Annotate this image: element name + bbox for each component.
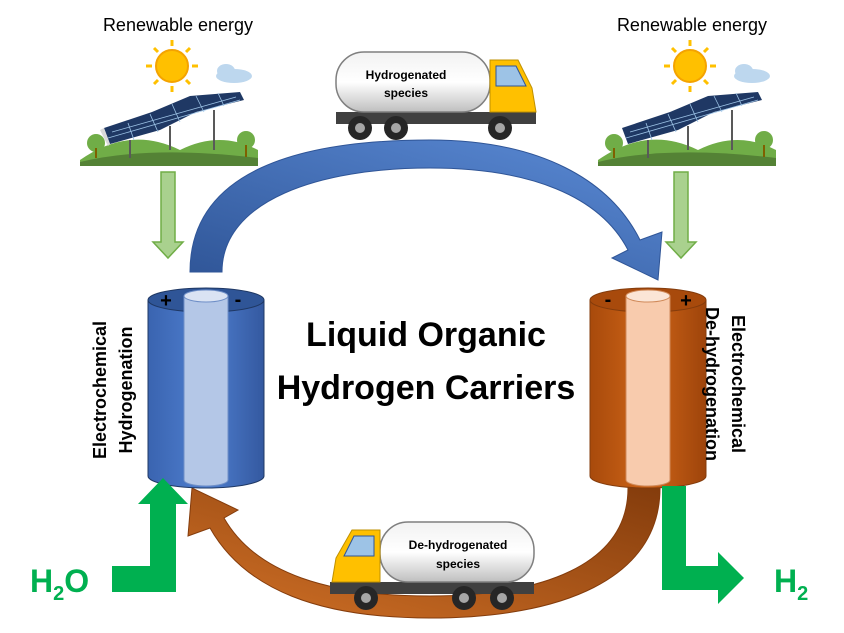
bottom-truck-icon: De-hydrogenated species — [330, 521, 535, 610]
left-cloud-icon — [216, 64, 252, 83]
right-solar-array-icon — [622, 92, 762, 158]
top-truck-label-line2: species — [384, 86, 428, 100]
right-renewable-label: Renewable energy — [617, 15, 767, 35]
left-cell-name-line2: Hydrogenation — [116, 326, 136, 453]
hydrogen-label: H2 — [774, 563, 808, 605]
left-cell-minus: - — [235, 289, 242, 311]
bottom-truck-label-line1: De-hydrogenated — [409, 538, 508, 552]
right-cloud-icon — [734, 64, 770, 83]
left-solar-array-icon — [100, 92, 244, 158]
right-cell-minus: - — [605, 289, 612, 311]
left-renewable-label: Renewable energy — [103, 15, 253, 35]
left-renewable-panel: Renewable energy — [80, 15, 258, 260]
hydrogenated-transport-arrow — [189, 139, 663, 281]
right-cell-name: Electrochemical De-hydrogenation — [702, 307, 748, 461]
right-cell-name-line1: Electrochemical — [728, 315, 748, 453]
right-cell-plus: + — [680, 290, 692, 312]
top-truck-label-line1: Hydrogenated — [366, 68, 447, 82]
right-energy-down-arrow — [664, 171, 698, 260]
right-cell-name-line2: De-hydrogenation — [702, 307, 722, 461]
left-cell-plus: + — [160, 290, 172, 312]
top-truck-icon: Hydrogenated species — [335, 51, 537, 140]
left-cell-name: Electrochemical Hydrogenation — [90, 321, 136, 459]
center-title: Liquid Organic Hydrogen Carriers — [277, 316, 576, 407]
water-input-arrow — [112, 478, 188, 592]
right-electrochemical-cell: - + — [589, 287, 707, 489]
water-label: H2O — [30, 563, 89, 605]
right-sun-icon — [664, 40, 716, 92]
right-renewable-panel: Renewable energy — [598, 15, 776, 260]
bottom-truck-label-line2: species — [436, 557, 480, 571]
center-title-line2: Hydrogen Carriers — [277, 369, 576, 407]
left-cell-name-line1: Electrochemical — [90, 321, 110, 459]
left-electrochemical-cell: + - — [147, 287, 265, 489]
left-sun-icon — [146, 40, 198, 92]
left-energy-down-arrow — [151, 171, 185, 260]
hydrogen-output-arrow — [662, 486, 744, 604]
center-title-line1: Liquid Organic — [306, 316, 546, 354]
